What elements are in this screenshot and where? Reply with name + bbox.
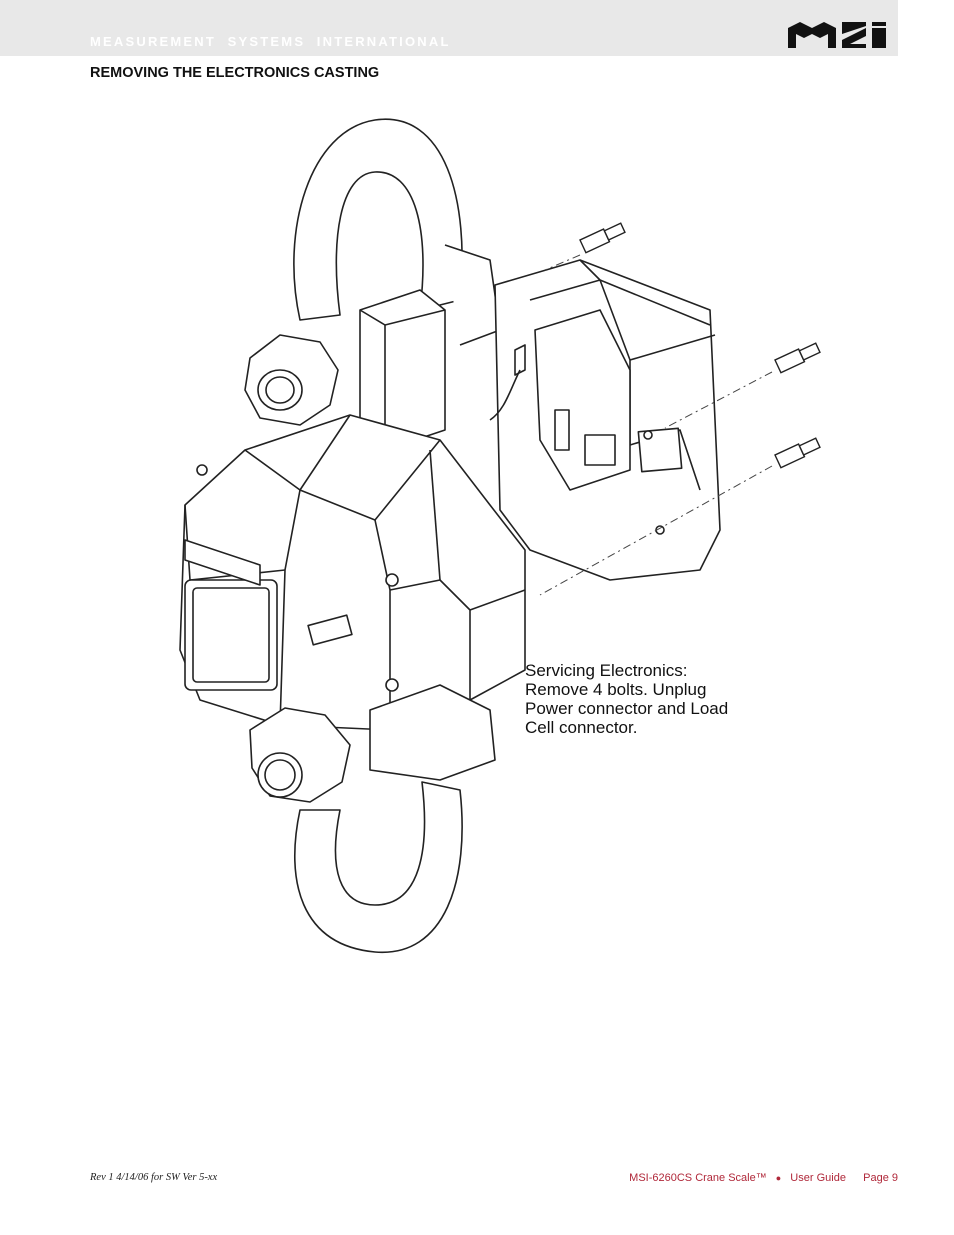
callout-line: Servicing Electronics:: [525, 661, 688, 680]
header-band: MEASUREMENT SYSTEMS INTERNATIONAL: [0, 0, 898, 56]
msi-logo: [788, 22, 886, 48]
assembly-line-3: [539, 465, 773, 596]
bolt-1: [579, 222, 626, 254]
bottom-shackle-block: [369, 684, 496, 781]
section-title: REMOVING THE ELECTRONICS CASTING: [90, 65, 380, 81]
top-shackle: [293, 118, 463, 321]
footer-product-info: MSI-6260CS Crane Scale™ ● User Guide Pag…: [629, 1172, 898, 1184]
assembly-line-1: [544, 254, 581, 271]
assembly-line-2: [664, 371, 773, 429]
separator: [853, 1172, 856, 1184]
bottom-shackle: [294, 781, 463, 953]
revision-note: Rev 1 4/14/06 for SW Ver 5-xx: [90, 1172, 218, 1183]
callout-line: Cell connector.: [525, 718, 638, 737]
servicing-callout: Servicing Electronics: Remove 4 bolts. U…: [525, 661, 728, 737]
product-name: MSI-6260CS Crane Scale™: [629, 1172, 767, 1184]
callout-line: Remove 4 bolts. Unplug: [525, 680, 707, 699]
bolt-3: [774, 437, 821, 469]
callout-line: Power connector and Load: [525, 699, 729, 718]
guide-label: User Guide: [790, 1172, 846, 1184]
bullet-icon: ●: [775, 1173, 782, 1183]
company-name: MEASUREMENT SYSTEMS INTERNATIONAL: [90, 34, 451, 49]
crane-scale-exploded-drawing: [179, 118, 821, 953]
page-number: Page 9: [863, 1172, 898, 1184]
bolt-2: [774, 342, 821, 374]
